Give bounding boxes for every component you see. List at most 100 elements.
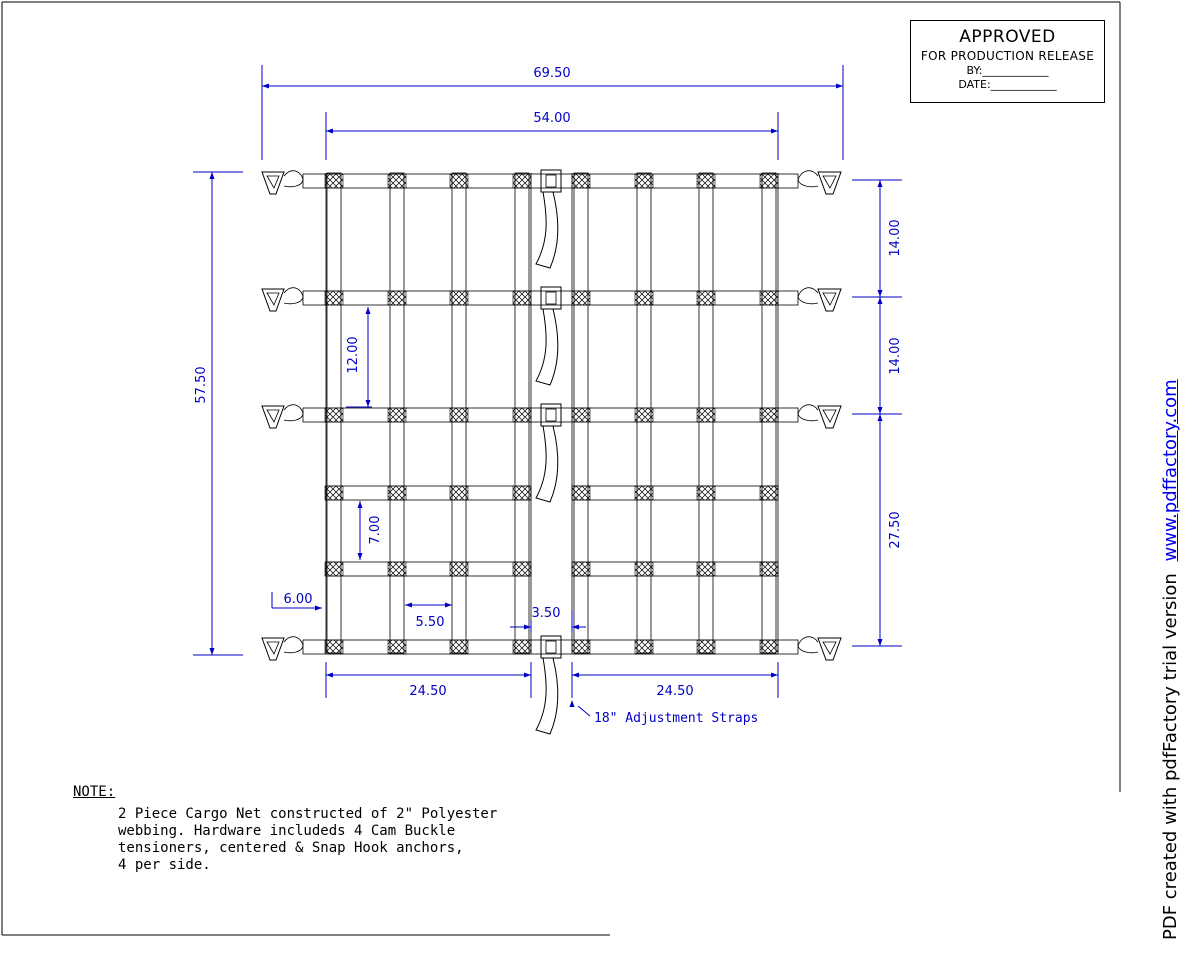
stitch-box	[696, 407, 716, 423]
dimension-arrow	[877, 297, 883, 304]
stitch-box	[512, 173, 532, 189]
cam-buckle	[540, 403, 562, 427]
dim-vertical-12: 12.00	[346, 336, 361, 373]
snap-hook-anchor-inner	[822, 292, 837, 306]
dimension-arrow	[572, 624, 579, 630]
stitch-box	[759, 290, 779, 306]
stitch-box	[449, 290, 469, 306]
stitch-box	[759, 485, 779, 501]
adjustment-strap	[535, 425, 559, 503]
cam-buckle-lever	[545, 408, 557, 422]
snap-hook-anchor	[261, 405, 285, 429]
dimension-arrow	[357, 553, 363, 560]
stitch-box	[387, 290, 407, 306]
dim-vertical-7: 7.00	[368, 516, 383, 545]
dim-right-piece: 24.50	[656, 684, 693, 699]
dimension-arrow	[771, 672, 778, 678]
dimension-arrow	[877, 414, 883, 421]
stitch-box	[324, 485, 344, 501]
dim-edge-6: 6.00	[284, 592, 313, 607]
dimension-arrow	[524, 672, 531, 678]
dim-net-width: 54.00	[533, 111, 570, 126]
snap-hook-anchor-inner	[266, 175, 280, 189]
dim-second-spacing: 14.00	[888, 337, 903, 374]
stitch-box	[571, 639, 591, 655]
snap-hook-anchor	[817, 171, 842, 195]
stitch-box	[634, 407, 654, 423]
dimension-arrow	[877, 180, 883, 187]
stitch-box	[512, 290, 532, 306]
snap-hook-anchor-inner	[822, 641, 837, 655]
pdf-watermark: PDF created with pdfFactory trial versio…	[1160, 379, 1181, 940]
stitch-box	[571, 173, 591, 189]
adjustment-strap	[535, 657, 559, 735]
snap-hook-anchor	[261, 637, 285, 661]
stitch-box	[449, 173, 469, 189]
snap-hook-anchor-inner	[266, 641, 280, 655]
stitch-box	[449, 485, 469, 501]
note-title: NOTE:	[73, 784, 116, 800]
dimension-arrow	[405, 602, 412, 608]
adjustment-strap	[535, 308, 559, 386]
stitch-box	[634, 290, 654, 306]
dimension-arrow	[209, 172, 215, 179]
dim-overall-width: 69.50	[533, 66, 570, 81]
approval-title: APPROVED	[959, 27, 1056, 47]
dimension-arrow	[836, 83, 843, 89]
approval-date: DATE:____________	[958, 78, 1057, 91]
dimension-line	[577, 705, 591, 717]
snap-hook	[797, 404, 819, 422]
dimension-arrow	[877, 290, 883, 297]
stitch-box	[696, 173, 716, 189]
adjustment-straps	[535, 191, 559, 735]
sheet-border	[1, 1, 1121, 936]
dimension-arrow	[326, 128, 333, 134]
cam-buckle-lever	[545, 174, 557, 188]
stitch-box	[571, 561, 591, 577]
snap-hook	[797, 287, 819, 305]
dim-gap-3-5: 3.50	[532, 606, 561, 621]
stitch-box	[571, 485, 591, 501]
horizontal-webbing	[302, 173, 799, 189]
dimension-arrow	[569, 700, 575, 707]
stitch-box	[634, 485, 654, 501]
snap-hook-anchor-inner	[822, 175, 837, 189]
stitch-box	[634, 639, 654, 655]
snap-hook-anchor-inner	[266, 292, 280, 306]
snap-hook	[797, 170, 819, 188]
cam-buckle-lever	[545, 640, 557, 654]
snap-hook-anchor	[261, 171, 285, 195]
dimension-arrow	[771, 128, 778, 134]
stitch-box	[759, 173, 779, 189]
approval-by: BY:____________	[966, 64, 1049, 77]
dim-top-spacing: 14.00	[888, 219, 903, 256]
dim-spacing-5-5: 5.50	[416, 615, 445, 630]
stitch-box	[324, 173, 344, 189]
stitch-box	[571, 407, 591, 423]
adjustment-strap	[535, 191, 559, 269]
stitch-box	[759, 407, 779, 423]
stitch-box	[634, 561, 654, 577]
stitch-box	[449, 407, 469, 423]
dimension-arrow	[365, 400, 371, 407]
watermark-link[interactable]: www.pdffactory.com	[1160, 379, 1181, 562]
stitch-box	[759, 639, 779, 655]
stitch-box	[387, 561, 407, 577]
snap-hook	[283, 636, 304, 654]
stitch-box	[387, 407, 407, 423]
stitch-box	[634, 173, 654, 189]
cam-buckle	[540, 169, 562, 193]
horizontal-webbing	[325, 485, 532, 501]
stitch-box	[449, 639, 469, 655]
stitch-box	[512, 485, 532, 501]
stitch-box	[571, 290, 591, 306]
stitch-box	[324, 407, 344, 423]
snap-hook	[283, 287, 304, 305]
horizontal-webbing	[302, 407, 799, 423]
cam-buckle	[540, 635, 562, 659]
stitch-box	[696, 290, 716, 306]
dimension-arrow	[315, 605, 322, 611]
dim-overall-height: 57.50	[194, 366, 209, 403]
stitch-box	[512, 561, 532, 577]
